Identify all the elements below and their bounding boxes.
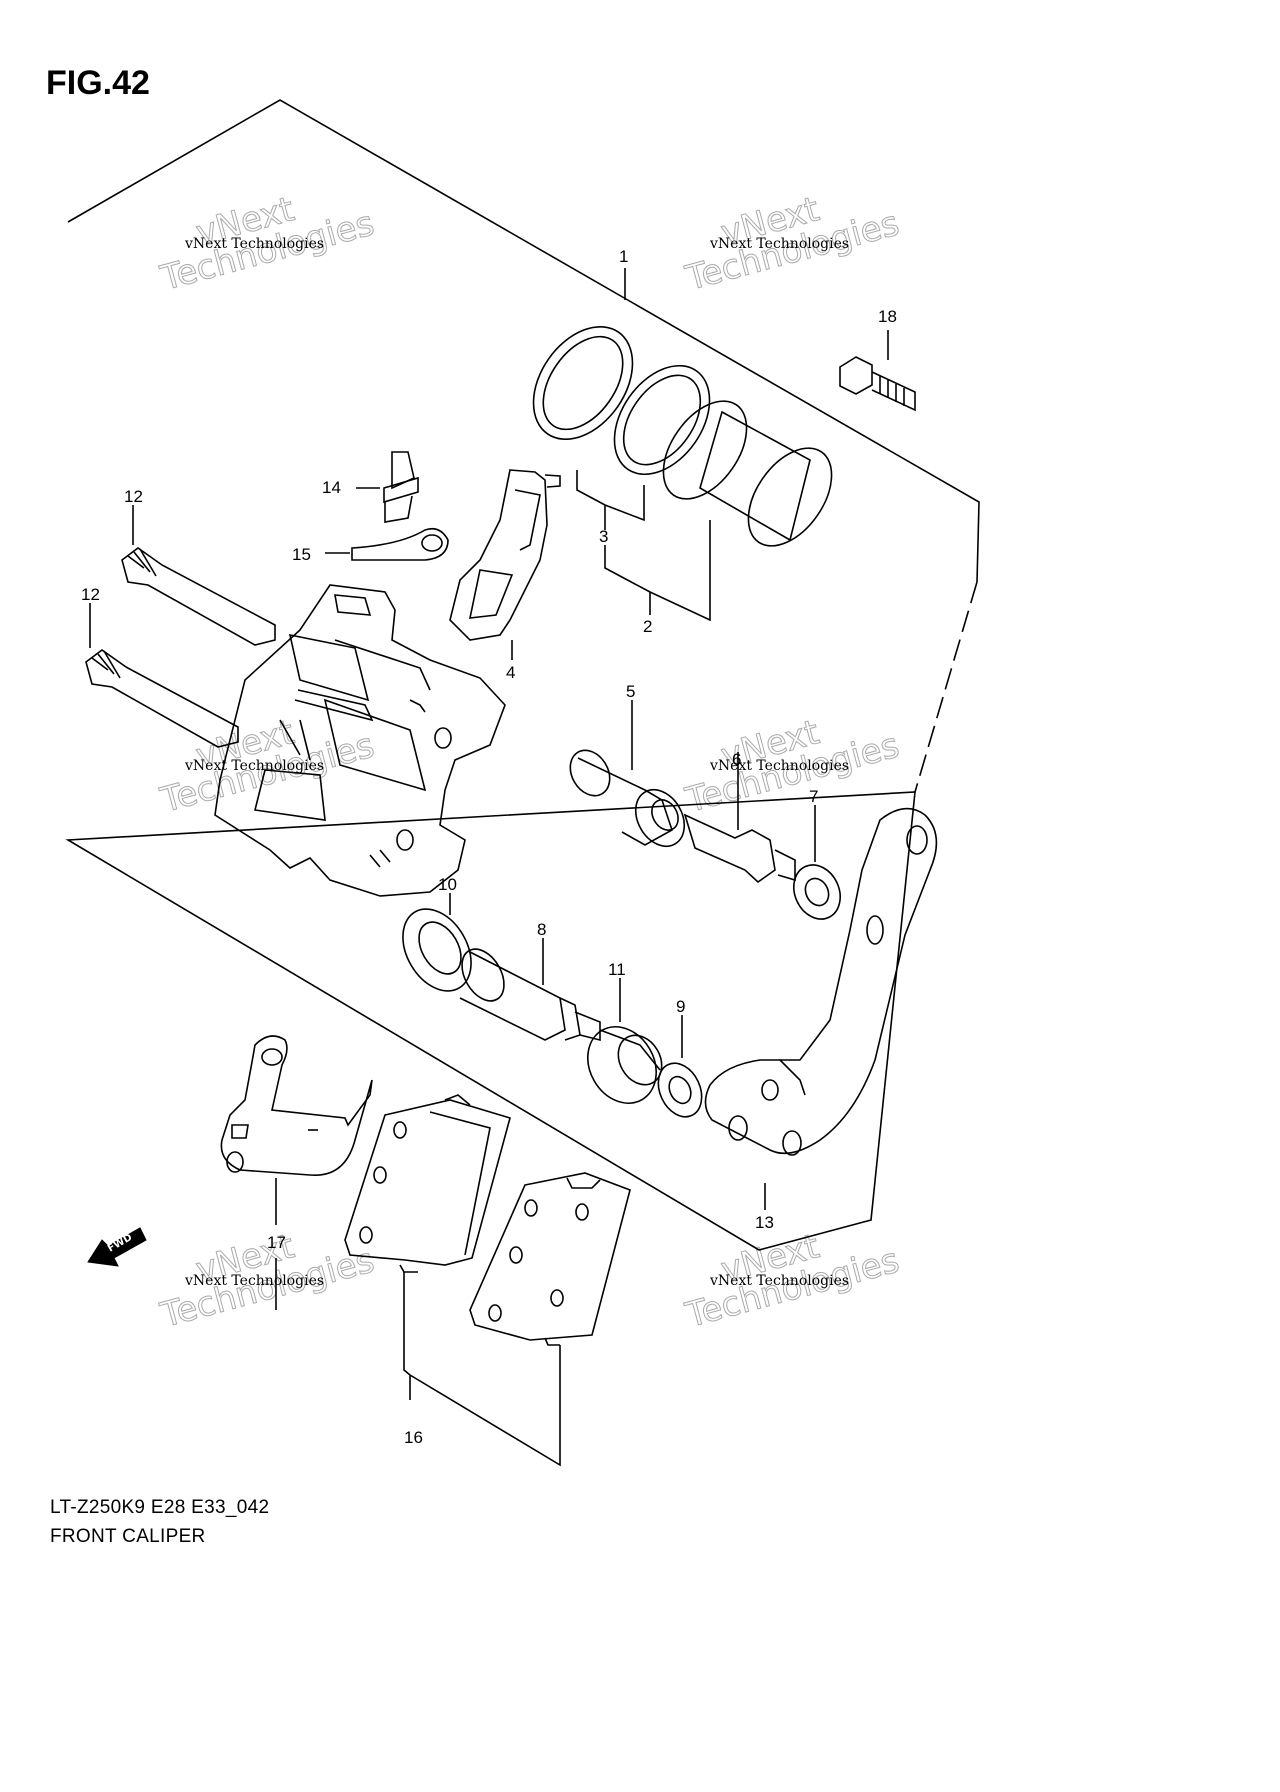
watermark-mid-right: vNext Technologies vNext Technologies	[681, 712, 904, 822]
callout-10: 10	[438, 875, 457, 894]
boot-11	[587, 978, 663, 1104]
boot-10	[402, 893, 472, 992]
caliper-sleeve	[569, 700, 686, 848]
callout-14: 14	[322, 478, 341, 497]
watermark-top-left: vNext Technologies vNext Technologies	[156, 189, 379, 300]
svg-text:vNext Technologies: vNext Technologies	[184, 758, 324, 774]
callout-6: 6	[732, 750, 741, 769]
fwd-arrow-icon: FWD	[87, 1227, 147, 1267]
piston-seal-ring	[532, 325, 634, 441]
svg-text:vNext Technologies: vNext Technologies	[184, 1273, 324, 1289]
washer-7	[793, 805, 841, 920]
callout-1: 1	[619, 247, 628, 266]
svg-text:vNext Technologies: vNext Technologies	[709, 758, 849, 774]
svg-text:vNext Technologies: vNext Technologies	[184, 236, 324, 252]
callout-5: 5	[626, 682, 635, 701]
caliper-bracket	[704, 807, 938, 1210]
watermark-bottom-right: vNext Technologies vNext Technologies	[681, 1226, 904, 1337]
slide-pin-lower	[85, 603, 239, 748]
callout-12-upper: 12	[124, 487, 143, 506]
callout-16: 16	[404, 1428, 423, 1447]
group-line-2	[604, 520, 711, 622]
slide-pin-upper	[121, 505, 276, 646]
brake-pad-left	[344, 1094, 511, 1273]
watermark-group: vNext Technologies vNext Technologies vN…	[156, 189, 904, 1337]
diagram-caption: FRONT CALIPER	[50, 1526, 206, 1547]
bleeder-screw	[356, 451, 419, 523]
callout-3: 3	[599, 527, 608, 546]
pad-spring	[449, 469, 561, 660]
brake-pad-right	[469, 1172, 631, 1346]
group-line-16	[403, 1272, 561, 1467]
frame-dashed-segment	[914, 581, 978, 793]
watermark-mid-left: vNext Technologies vNext Technologies	[156, 712, 379, 822]
callout-labels: 1 2 3 4 5 6 7 8 9 10 11 12 12 13 14 15 1…	[81, 247, 897, 1447]
callout-8: 8	[537, 920, 546, 939]
watermark-top-right: vNext Technologies vNext Technologies	[681, 189, 904, 300]
pad-shim	[220, 1035, 373, 1225]
slide-pin-8	[459, 938, 601, 1042]
svg-text:vNext Technologies: vNext Technologies	[709, 1273, 849, 1289]
callout-11: 11	[608, 960, 626, 979]
caliper-bolt	[683, 752, 796, 884]
svg-text:vNext Technologies: vNext Technologies	[709, 236, 849, 252]
assembly-frame	[65, 99, 980, 1251]
caliper-body	[214, 584, 506, 897]
figure-title: FIG.42	[46, 64, 150, 102]
callout-4: 4	[506, 663, 515, 682]
callout-15: 15	[292, 545, 311, 564]
caliper-piston	[662, 400, 833, 547]
dust-seal-ring	[613, 364, 711, 476]
callout-13: 13	[755, 1213, 774, 1232]
callout-9: 9	[676, 997, 685, 1016]
callout-17: 17	[267, 1233, 286, 1252]
callout-12-lower: 12	[81, 585, 100, 604]
group-line-3	[576, 470, 645, 530]
bolt-18	[839, 330, 916, 412]
washer-9	[657, 1015, 703, 1118]
callout-7: 7	[809, 787, 818, 806]
bleeder-washer	[325, 527, 449, 561]
diagram-code: LT-Z250K9 E28 E33_042	[50, 1497, 270, 1518]
callout-18: 18	[878, 307, 897, 326]
callout-2: 2	[643, 617, 652, 636]
